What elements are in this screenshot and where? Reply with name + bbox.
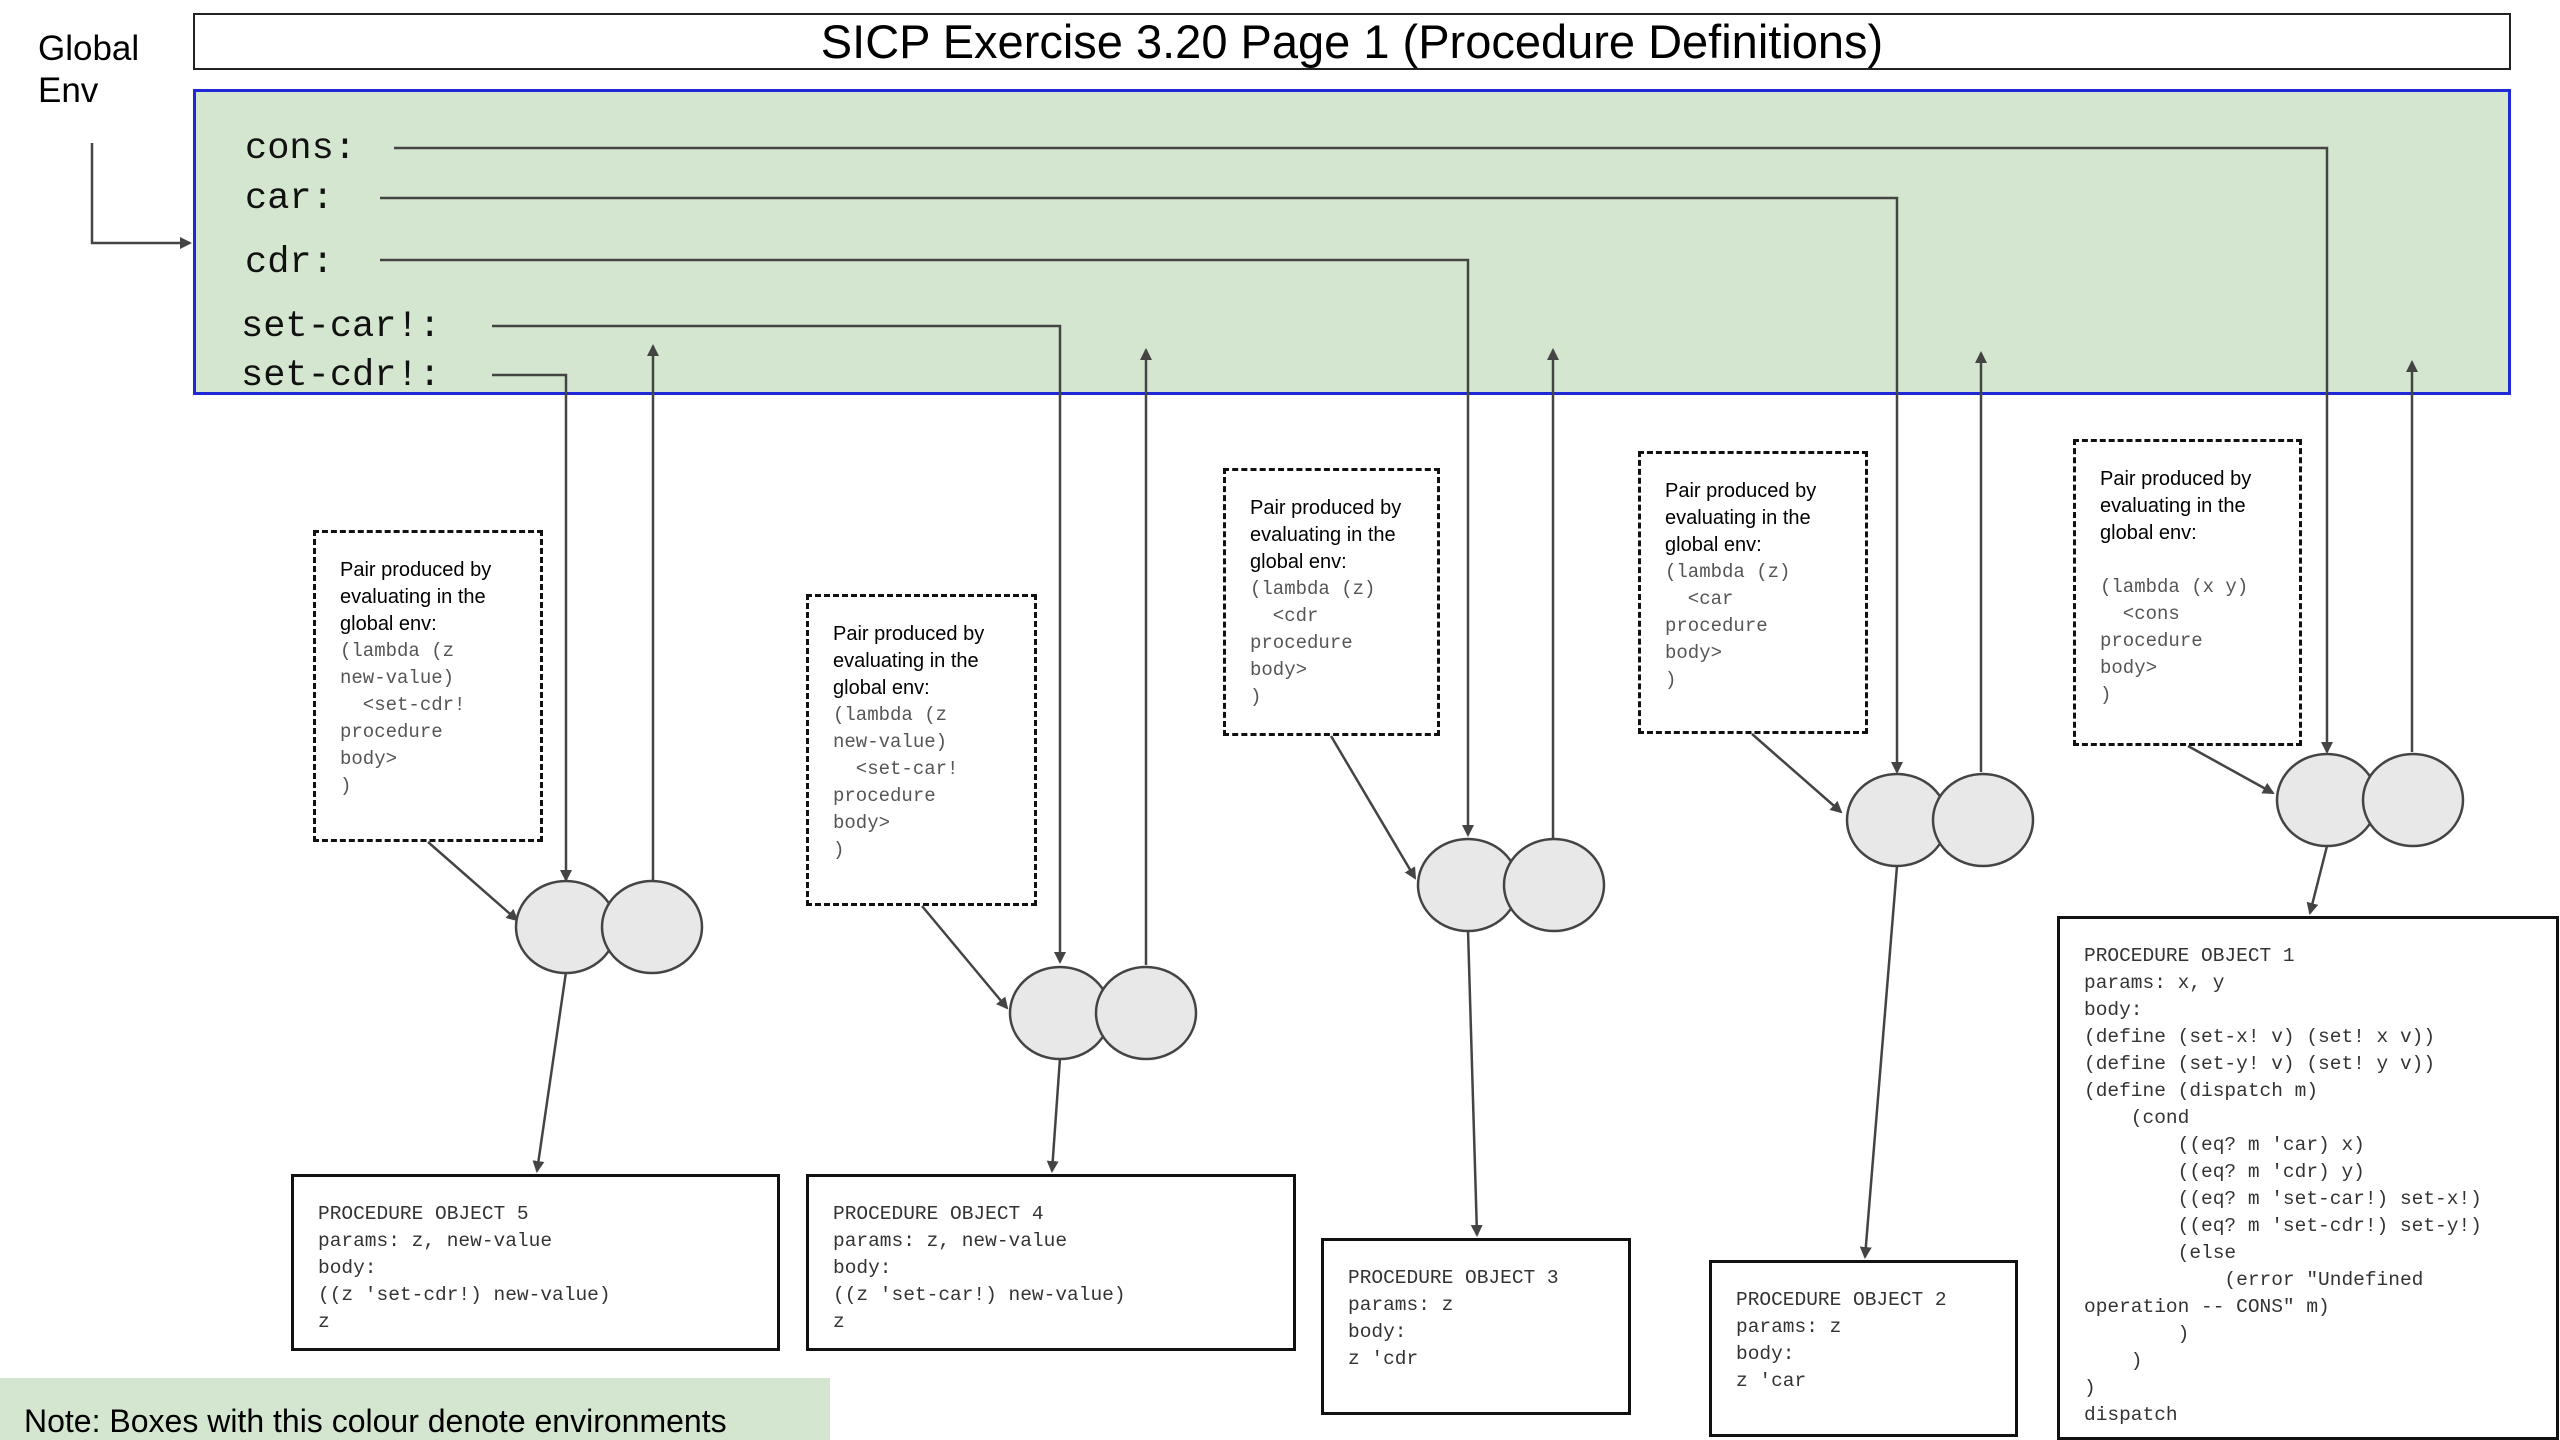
code-arrow-pair-5 — [532, 971, 568, 1173]
binding-cons: cons: — [245, 128, 357, 170]
pair-note-car: Pair produced by evaluating in the globa… — [1638, 451, 1868, 734]
procedure-object-text: PROCEDURE OBJECT 3 params: z body: z 'cd… — [1348, 1267, 1559, 1370]
pair-note-code: (lambda (z) <car procedure body> ) — [1665, 561, 1791, 691]
legend-note: Note: Boxes with this colour denote envi… — [0, 1378, 830, 1440]
pair-note-set-cdr: Pair produced by evaluating in the globa… — [313, 530, 543, 842]
pair-note-code: (lambda (z new-value) <set-car! procedur… — [833, 704, 959, 861]
arrow-car-to-pair — [380, 196, 1903, 774]
note-arrow-cons — [2187, 744, 2275, 795]
pair-2-cdr-cell — [1931, 772, 2035, 868]
pair-note-heading: Pair produced by evaluating in the globa… — [1250, 497, 1402, 573]
pair-note-heading: Pair produced by evaluating in the globa… — [2100, 468, 2252, 544]
code-arrow-pair-1 — [2306, 845, 2329, 915]
pair-5-cdr-cell — [600, 879, 704, 975]
pair-note-cons: Pair produced by evaluating in the globa… — [2073, 439, 2302, 746]
note-arrow-set-car — [921, 905, 1009, 1010]
procedure-object-2: PROCEDURE OBJECT 2 params: z body: z 'ca… — [1709, 1260, 2018, 1437]
pair-4-cdr-cell — [1094, 965, 1198, 1061]
pair-cells — [514, 752, 2465, 1061]
arrow-cdr-to-pair — [380, 258, 1474, 837]
procedure-object-3: PROCEDURE OBJECT 3 params: z body: z 'cd… — [1321, 1238, 1631, 1415]
pair-note-heading: Pair produced by evaluating in the globa… — [833, 623, 985, 699]
procedure-object-text: PROCEDURE OBJECT 2 params: z body: z 'ca… — [1736, 1289, 1947, 1392]
arrow-set-cdr-to-pair — [492, 373, 572, 882]
connector-lines — [90, 143, 2418, 1259]
procedure-object-4: PROCEDURE OBJECT 4 params: z, new-value … — [806, 1174, 1296, 1351]
procedure-object-1: PROCEDURE OBJECT 1 params: x, y body: (d… — [2057, 916, 2559, 1440]
pair-note-cdr: Pair produced by evaluating in the globa… — [1223, 468, 1440, 736]
procedure-object-5: PROCEDURE OBJECT 5 params: z, new-value … — [291, 1174, 780, 1351]
pair-note-code: (lambda (x y) <cons procedure body> ) — [2100, 576, 2249, 706]
global-env-pointer-arrow — [90, 143, 192, 249]
arrow-cons-to-pair — [394, 146, 2333, 754]
binding-set-cdr: set-cdr!: — [241, 355, 441, 397]
pair-note-code: (lambda (z new-value) <set-cdr! procedur… — [340, 640, 466, 797]
binding-car: car: — [245, 178, 334, 220]
note-arrow-set-cdr — [427, 841, 519, 922]
pair-note-heading: Pair produced by evaluating in the globa… — [340, 559, 492, 635]
code-arrow-pair-2 — [1859, 865, 1899, 1259]
page-title: SICP Exercise 3.20 Page 1 (Procedure Def… — [193, 13, 2511, 70]
procedure-object-text: PROCEDURE OBJECT 1 params: x, y body: (d… — [2084, 945, 2482, 1426]
pair-note-code: (lambda (z) <cdr procedure body> ) — [1250, 578, 1376, 708]
arrow-set-car-to-pair — [492, 324, 1066, 964]
code-arrow-pair-3 — [1466, 929, 1483, 1237]
binding-cdr: cdr: — [245, 242, 334, 284]
binding-set-car: set-car!: — [241, 306, 441, 348]
pair-3-cdr-cell — [1502, 837, 1606, 933]
global-env-label: Global Env — [38, 29, 140, 110]
procedure-object-text: PROCEDURE OBJECT 5 params: z, new-value … — [318, 1203, 611, 1333]
code-arrow-pair-4 — [1046, 1057, 1062, 1173]
pair-1-cdr-cell — [2361, 752, 2465, 848]
note-arrow-car — [1751, 733, 1843, 814]
pair-note-set-car: Pair produced by evaluating in the globa… — [806, 594, 1037, 906]
global-environment-frame — [193, 89, 2511, 395]
procedure-object-text: PROCEDURE OBJECT 4 params: z, new-value … — [833, 1203, 1126, 1333]
pair-note-heading: Pair produced by evaluating in the globa… — [1665, 480, 1817, 556]
note-arrow-cdr — [1329, 735, 1417, 880]
